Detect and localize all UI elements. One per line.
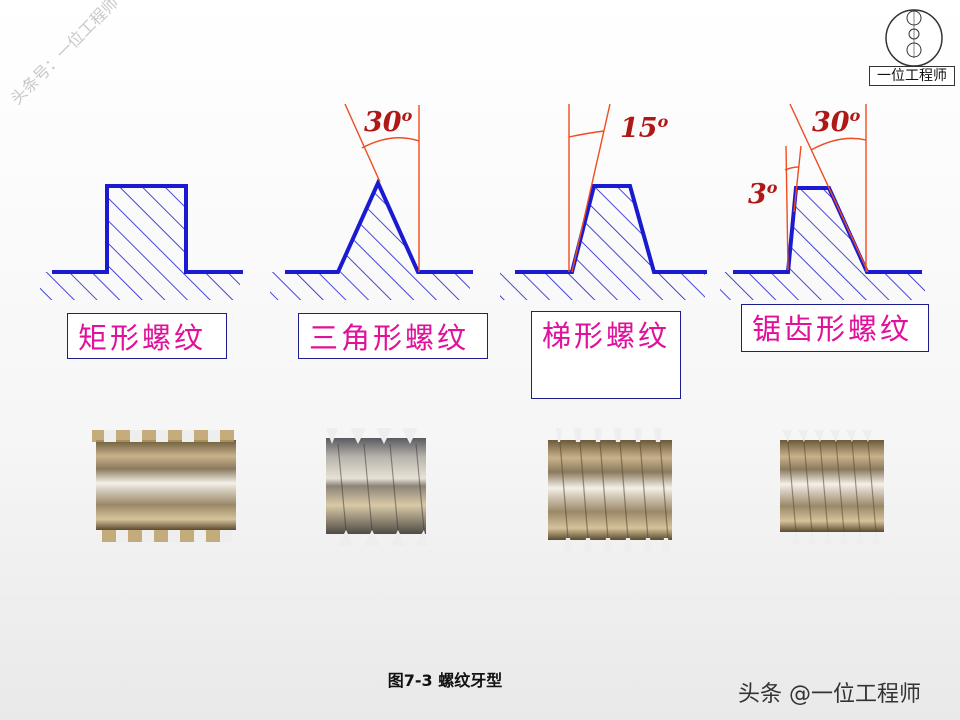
- trapezoidal-thread-image: [548, 428, 672, 552]
- angle-arc: [784, 166, 800, 171]
- figure-caption: 图7-3 螺纹牙型: [387, 671, 503, 690]
- trapezoidal-thread-profile: 15o: [500, 103, 707, 300]
- construction-line: [571, 103, 611, 273]
- logo-emblem-icon: [885, 9, 943, 67]
- construction-line: [344, 103, 381, 183]
- sawtooth-thread-profile: 30o 3o: [720, 103, 925, 300]
- footer-watermark: 头条 @一位工程师: [738, 682, 921, 707]
- triangular-thread-profile: 30o: [270, 103, 473, 300]
- label-triangular-thread: 三角形螺纹: [298, 313, 488, 359]
- label-sawtooth-thread: 锯齿形螺纹: [741, 304, 929, 352]
- sawtooth-thread-image: [780, 430, 884, 544]
- angle-label-saw-small: 3o: [748, 178, 778, 210]
- angle-label-saw-main: 30o: [812, 106, 861, 138]
- label-rect-thread: 矩形螺纹: [67, 313, 227, 359]
- angle-arc: [568, 130, 605, 138]
- triangular-thread-image: [326, 428, 428, 546]
- construction-line: [789, 103, 869, 273]
- angle-arc: [361, 137, 420, 149]
- construction-line: [793, 145, 802, 213]
- rect-thread-profile: [40, 184, 243, 300]
- angle-label-trap: 15o: [620, 112, 669, 144]
- angle-label-tri: 30o: [364, 106, 413, 138]
- construction-line: [785, 145, 789, 271]
- angle-arc: [810, 137, 867, 151]
- logo-label: 一位工程师: [869, 66, 955, 86]
- label-trapezoidal-thread: 梯形螺纹: [531, 311, 681, 399]
- rect-thread-image: [92, 430, 236, 542]
